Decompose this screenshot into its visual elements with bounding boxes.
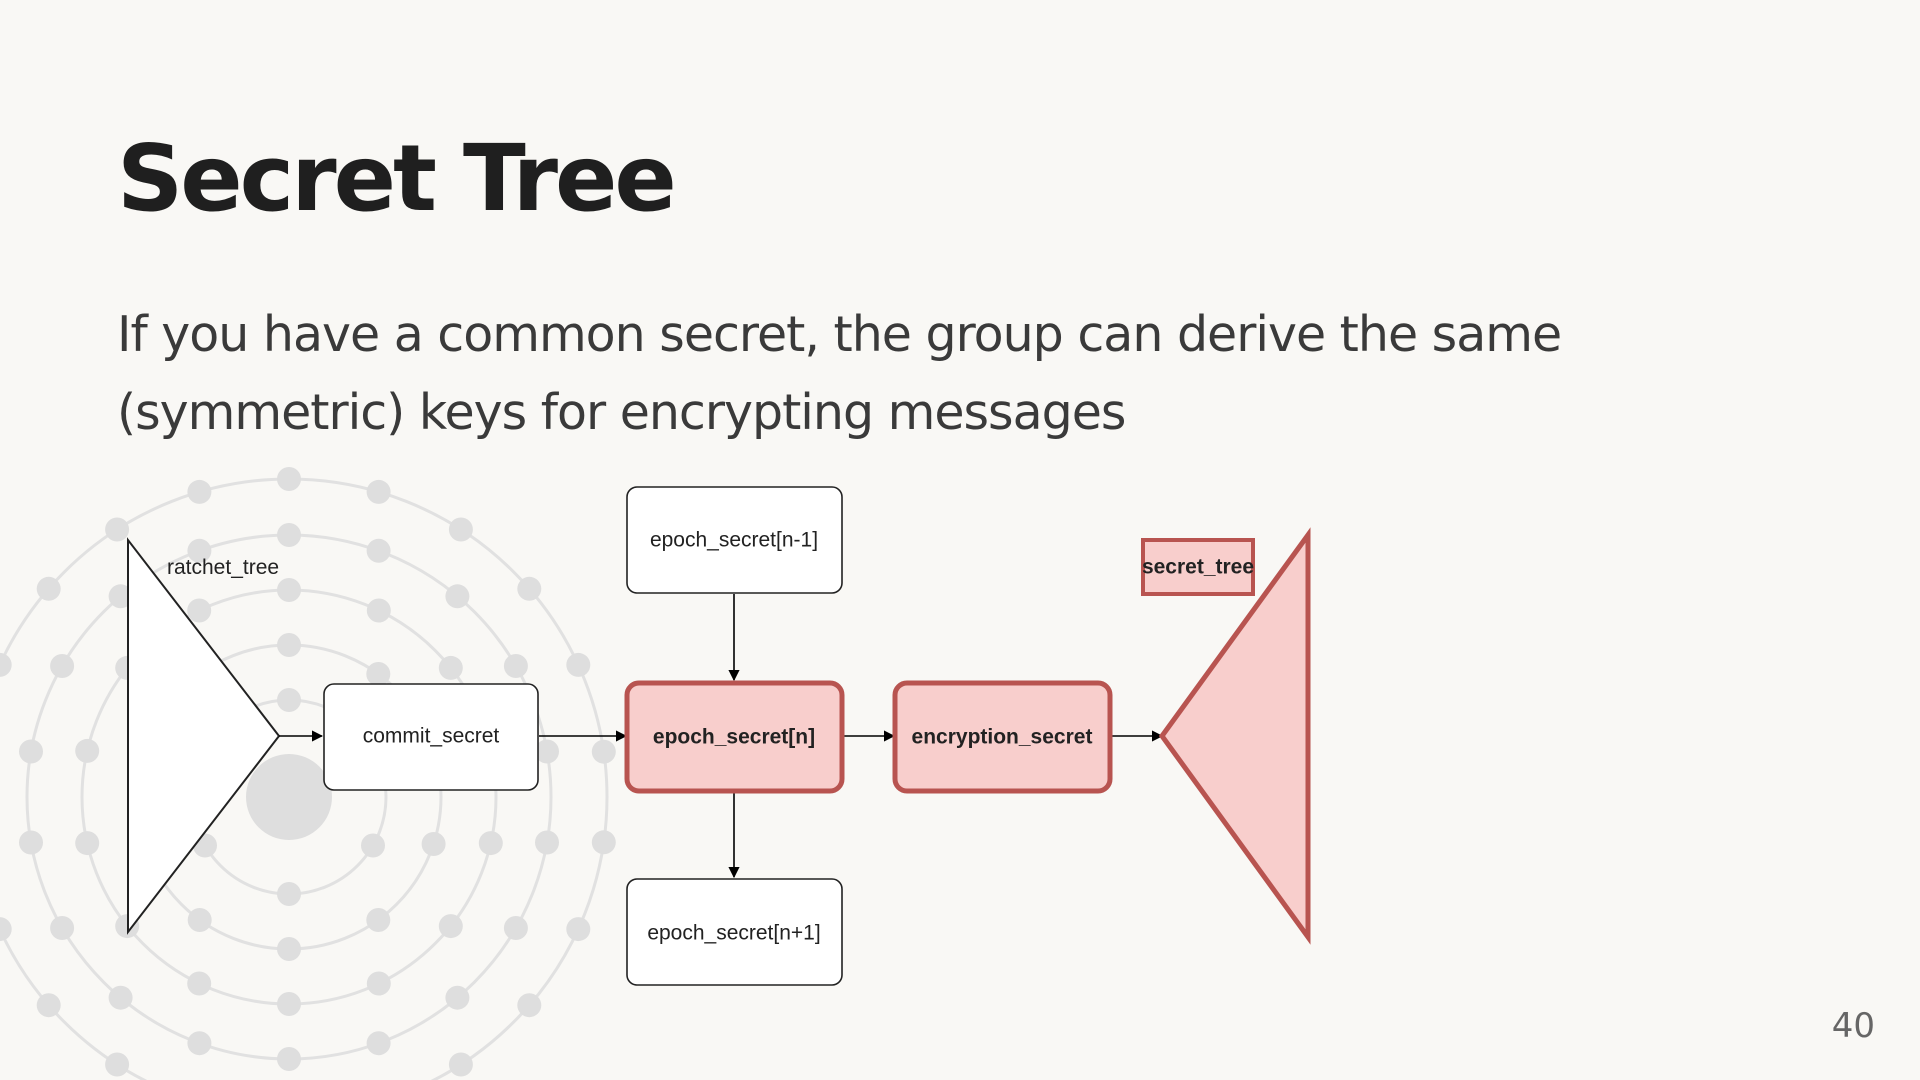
orbit-dot (36, 993, 61, 1018)
orbit-dot (277, 937, 301, 961)
orbit-dot (187, 1031, 212, 1056)
orbit-dot (108, 985, 133, 1010)
orbit-dot (361, 833, 385, 858)
slide-title: Secret Tree (117, 125, 677, 232)
orbit-dot (591, 830, 616, 855)
orbit-dot (535, 739, 559, 764)
ratchet-tree-label: ratchet_tree (167, 556, 279, 579)
commit-secret-label: commit_secret (363, 725, 500, 748)
orbit-dot (277, 882, 301, 906)
orbit-dot (445, 985, 470, 1010)
orbit-dot (108, 584, 133, 609)
epoch-secret-next-label: epoch_secret[n+1] (647, 922, 820, 945)
orbit-dot (366, 908, 391, 932)
ratchet-tree-triangle (127, 537, 281, 935)
orbit-dot (421, 832, 446, 856)
orbit-dot (277, 523, 301, 547)
orbit-dot (19, 739, 43, 764)
orbit-dot (448, 1052, 473, 1077)
orbit-dot (366, 538, 391, 563)
orbit-dot (478, 831, 503, 856)
orbit-dot (187, 598, 212, 623)
orbit-dot (0, 917, 12, 942)
epoch-secret-prev-node: epoch_secret[n-1] (626, 486, 843, 594)
epoch-secret-current-node: epoch_secret[n] (624, 680, 845, 794)
encryption-secret-node: encryption_secret (892, 680, 1113, 794)
orbit-dot (366, 479, 391, 504)
orbit-dot (277, 992, 301, 1016)
orbit-dot (591, 739, 616, 764)
orbit-dot (187, 908, 212, 932)
orbit-dot (277, 688, 301, 712)
orbit-dot (277, 467, 301, 491)
orbit-dot (517, 576, 542, 601)
orbit-dot (366, 1031, 391, 1056)
orbit-dot (187, 479, 212, 504)
slide-body-text: If you have a common secret, the group c… (117, 306, 1562, 441)
orbit-dot (19, 830, 43, 855)
orbit-dot (36, 576, 61, 601)
orbit-dot (448, 517, 473, 542)
orbit-dot (75, 831, 100, 856)
orbit-dot (366, 971, 391, 996)
orbit-dot (187, 538, 212, 563)
orbit-dot (445, 584, 470, 609)
orbit-dot (105, 1052, 130, 1077)
orbit-dot (503, 654, 528, 678)
secret-tree-label: secret_tree (1142, 556, 1254, 579)
orbit-dot (438, 655, 463, 680)
commit-secret-node: commit_secret (323, 683, 539, 791)
orbit-dot (438, 914, 463, 939)
orbit-dot (366, 598, 391, 623)
orbit-dot (50, 916, 75, 940)
orbit-dot (566, 917, 591, 942)
epoch-secret-next-node: epoch_secret[n+1] (626, 878, 843, 986)
secret-tree-triangle (1158, 527, 1311, 945)
orbit-dot (366, 662, 391, 686)
orbit-dot (566, 652, 591, 677)
orbit-dot (75, 738, 100, 763)
orbit-dot (277, 1047, 301, 1071)
orbit-dot (50, 654, 75, 678)
orbit-dot (517, 993, 542, 1018)
orbit-dot (277, 578, 301, 602)
orbit-dot (503, 916, 528, 940)
epoch-secret-current-label: epoch_secret[n] (653, 726, 815, 749)
orbit-dot (187, 971, 212, 996)
encryption-secret-label: encryption_secret (912, 726, 1093, 749)
page-number: 40 (1831, 1006, 1875, 1046)
orbit-dot (535, 830, 559, 855)
orbit-dot (105, 517, 130, 542)
orbit-dot (277, 633, 301, 657)
orbit-dot (0, 652, 12, 677)
epoch-secret-prev-label: epoch_secret[n-1] (650, 529, 818, 552)
secret-tree-label-box: secret_tree (1141, 538, 1255, 596)
